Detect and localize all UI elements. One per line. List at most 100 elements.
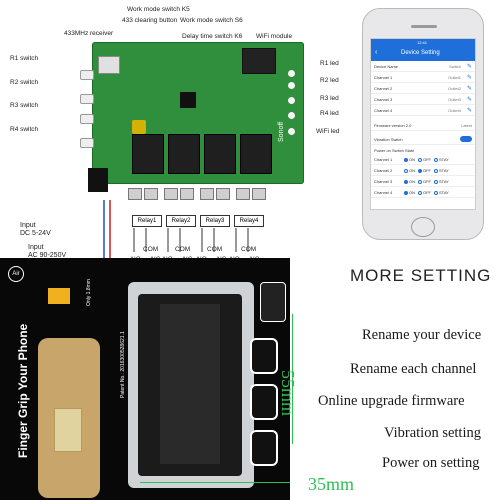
com-label-3: COM [207, 246, 223, 253]
radio-icon [404, 168, 408, 173]
terminal [144, 188, 158, 200]
label-delay-k6: Delay time switch K6 [182, 33, 243, 40]
back-icon[interactable]: ‹ [375, 49, 378, 56]
home-button[interactable] [411, 217, 435, 237]
vibration-toggle[interactable] [460, 136, 472, 142]
option-stay[interactable]: STAY [434, 168, 449, 173]
option-on[interactable]: ON [404, 179, 415, 184]
channel-row[interactable]: Channel 4 Outlet4 ✎ [371, 105, 475, 116]
relay-block-3 [204, 134, 236, 174]
led-r2 [288, 82, 295, 89]
option-on[interactable]: ON [404, 168, 415, 173]
switch-r3[interactable] [80, 114, 94, 124]
terminal [236, 188, 250, 200]
radio-icon [418, 157, 422, 162]
row-value: Outlet2 [448, 86, 461, 91]
option-off[interactable]: OFF [418, 157, 431, 162]
option-off[interactable]: OFF [418, 179, 431, 184]
option-off[interactable]: OFF [418, 190, 431, 195]
feature-vibration: Vibration setting [384, 425, 481, 441]
radio-icon [434, 157, 438, 162]
row-value: Outlet4 [448, 108, 461, 113]
grip-side-text: Finger Grip Your Phone [16, 323, 30, 458]
grip-pad-small [54, 408, 82, 452]
vibration-row: Vibration Switch [371, 134, 475, 145]
feature-rename-device: Rename your device [362, 327, 482, 343]
row-label: Channel 3 [374, 179, 393, 184]
radio-icon [434, 179, 438, 184]
switch-r2[interactable] [80, 94, 94, 104]
option-off[interactable]: OFF [418, 168, 431, 173]
label-clear-433: 433 clearing button [122, 17, 178, 24]
option-stay[interactable]: STAY [434, 179, 449, 184]
circuit-board: Sonoff [80, 42, 304, 192]
wiring [103, 200, 249, 258]
speaker-slot [411, 25, 437, 28]
option-stay[interactable]: STAY [434, 157, 449, 162]
dimension-line-vertical [292, 314, 293, 444]
terminal-strip [128, 188, 268, 206]
grip-photo: Air Finger Grip Your Phone Only 1.8mm Pa… [0, 258, 290, 500]
switch-r4[interactable] [80, 138, 94, 148]
row-label: Channel 2 [374, 168, 393, 173]
row-label: Channel 1 [374, 157, 393, 162]
firmware-value: Latest [461, 123, 472, 128]
relay-block-1 [132, 134, 164, 174]
relay-label-2: Relay2 [166, 215, 196, 227]
feature-rename-channel: Rename each channel [350, 361, 477, 377]
air-badge: Air [8, 266, 24, 282]
switch-r1[interactable] [80, 70, 94, 80]
row-label: Channel 2 [374, 86, 393, 91]
option-stay[interactable]: STAY [434, 190, 449, 195]
feature-icon-2 [250, 338, 278, 374]
label-work-mode-k5: Work mode switch K5 [127, 6, 190, 13]
terminal [252, 188, 266, 200]
row-label: Channel 4 [374, 108, 393, 113]
com-label-4: COM [241, 246, 257, 253]
radio-icon [418, 168, 422, 173]
feature-icon-4 [250, 430, 278, 466]
label-r4-led: R4 led [320, 110, 339, 117]
app-header: 12:41 ‹ Device Setting [371, 39, 475, 61]
row-label: Device Name [374, 64, 399, 69]
terminal [216, 188, 230, 200]
label-wifi-led: WiFi led [316, 128, 340, 135]
com-label-1: COM [143, 246, 159, 253]
radio-icon [418, 190, 422, 195]
edit-icon[interactable]: ✎ [466, 64, 472, 70]
option-on[interactable]: ON [404, 190, 415, 195]
radio-icon [434, 168, 438, 173]
dc-jack [88, 168, 108, 192]
label-receiver-433: 433MHz receiver [64, 30, 114, 37]
edit-icon[interactable]: ✎ [466, 108, 472, 114]
brand-label: Sonoff [278, 121, 285, 142]
wifi-module [242, 48, 276, 74]
vibration-label: Vibration Switch [374, 137, 403, 142]
feature-upgrade-firmware: Online upgrade firmware [318, 393, 465, 409]
dimension-line-horizontal [140, 482, 290, 483]
status-time: 12:41 [417, 40, 428, 45]
edit-icon[interactable]: ✎ [466, 97, 472, 103]
capacitor [132, 120, 146, 134]
channel-row[interactable]: Channel 2 Outlet2 ✎ [371, 83, 475, 94]
led-wifi [288, 128, 295, 135]
edit-icon[interactable]: ✎ [466, 86, 472, 92]
row-label: Channel 3 [374, 97, 393, 102]
label-r2-switch: R2 switch [10, 79, 39, 86]
terminal [128, 188, 142, 200]
edit-icon[interactable]: ✎ [466, 75, 472, 81]
thickness-text: Only 1.8mm [86, 279, 92, 306]
width-label: 35mm [308, 474, 355, 494]
led-r4 [288, 112, 295, 119]
option-on[interactable]: ON [404, 157, 415, 162]
label-r1-switch: R1 switch [10, 55, 39, 62]
terminal [164, 188, 178, 200]
